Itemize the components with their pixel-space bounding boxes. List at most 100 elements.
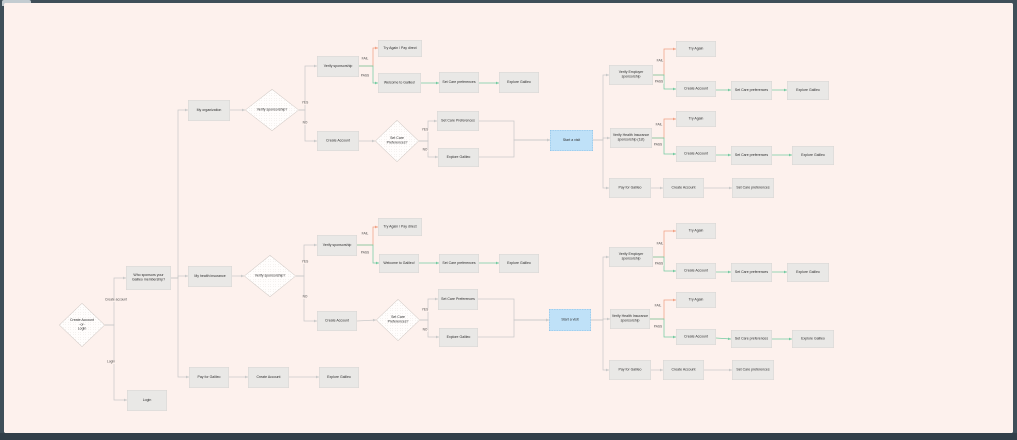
node-verify-sponsorship-org[interactable]: Verify sponsorship [317, 56, 359, 77]
edge-connector[interactable] [419, 140, 438, 158]
node-create-account-org-c[interactable]: Create Account [663, 178, 704, 198]
edge-connector[interactable] [171, 277, 189, 378]
node-set-care-prefs-hi-c[interactable]: Set Care preferences [732, 360, 774, 380]
arrowhead-icon [496, 261, 499, 265]
node-try-again-pay-direct-hi[interactable]: Try Again / Pay direct [378, 218, 422, 236]
node-create-account-org-b[interactable]: Create Account [676, 146, 716, 162]
node-verify-employer-hi[interactable]: Verify Employer sponsorship [609, 247, 653, 267]
edge-connector[interactable] [652, 137, 676, 155]
edge-connector[interactable] [299, 109, 317, 142]
arrowhead-icon [314, 319, 317, 323]
node-verify-sponsorship-q-org[interactable]: Verify sponsorship? [245, 89, 299, 131]
edge-connector[interactable] [478, 298, 549, 321]
node-label: Explore Galileo [796, 88, 820, 92]
edge-connector[interactable] [593, 139, 609, 189]
arrowhead-icon [124, 398, 127, 402]
node-set-care-prefs-hi-b[interactable]: Set Care preferences [731, 330, 772, 348]
edge-connector[interactable] [479, 139, 550, 158]
arrowhead-icon [436, 81, 439, 85]
node-start-decision[interactable]: Create Account -or- Login [59, 303, 105, 347]
node-create-account-self[interactable]: Create Account [248, 367, 289, 388]
node-set-care-prefs-hi-a[interactable]: Set Care preferences [731, 263, 772, 282]
node-label: Set Care preferences [736, 185, 770, 190]
node-explore-galileo-hi-a[interactable]: Explore Galileo [787, 263, 829, 282]
node-create-account-hi-b[interactable]: Create Account [676, 329, 716, 345]
edge-connector[interactable] [650, 299, 676, 320]
node-create-account-hi-c[interactable]: Create Account [663, 360, 704, 380]
node-verify-health-ins-hi[interactable]: Verify Health Insurance sponsorship [610, 309, 650, 329]
node-explore-galileo-hi-2[interactable]: Explore Galileo [439, 328, 478, 347]
node-label: Login [142, 398, 152, 402]
edge-connector[interactable] [593, 74, 609, 141]
edge-label: FAIL [656, 58, 664, 63]
node-start-a-visit-org[interactable]: Start a visit [550, 130, 593, 151]
node-who-sponsors[interactable]: Who sponsors your Galileo membership? [126, 266, 171, 290]
node-verify-sponsorship-hi[interactable]: Verify sponsorship [317, 235, 357, 256]
edge-connector[interactable] [650, 318, 676, 338]
edge-label: PASS [360, 73, 370, 78]
node-explore-galileo-org-2[interactable]: Explore Galileo [438, 148, 479, 167]
arrowhead-icon [673, 152, 676, 156]
edge-connector[interactable] [591, 319, 609, 371]
edge-connector[interactable] [653, 74, 676, 90]
node-verify-sponsorship-q-hi[interactable]: Verify sponsorship? [244, 255, 296, 297]
arrowhead-icon [186, 375, 189, 379]
node-try-again-org-a[interactable]: Try Again [676, 41, 716, 57]
node-set-care-prefs-hi-1[interactable]: Set Care preferences [439, 254, 479, 273]
node-set-care-prefs-org-a[interactable]: Set Care preferences [731, 81, 772, 100]
edge-connector[interactable] [479, 120, 550, 141]
edge-connector[interactable] [171, 109, 188, 279]
node-create-account-org[interactable]: Create Account [317, 131, 359, 151]
node-set-care-prefs-org-2[interactable]: Set Care Preferences [437, 111, 479, 131]
edge-label: NO [302, 120, 308, 125]
node-pay-for-galileo-org[interactable]: Pay for Galileo [609, 178, 651, 198]
edge-connector[interactable] [652, 118, 676, 139]
node-explore-galileo-hi-b[interactable]: Explore Galileo [792, 330, 834, 348]
node-try-again-org-b[interactable]: Try Again [676, 111, 716, 127]
node-label: Welcome to Galileo! [383, 261, 415, 265]
node-explore-galileo-hi-1[interactable]: Explore Galileo [499, 254, 539, 273]
node-explore-galileo-org-b[interactable]: Explore Galileo [792, 146, 834, 165]
node-start-a-visit-hi[interactable]: Start a visit [549, 309, 591, 331]
edge-label: YES [301, 100, 309, 105]
node-label: Explore Galileo [507, 80, 531, 84]
node-pay-for-galileo-self[interactable]: Pay for Galileo [189, 367, 229, 388]
node-my-health-insurance[interactable]: My health insurance [188, 266, 232, 287]
node-welcome-org[interactable]: Welcome to Galileo! [378, 73, 421, 93]
node-try-again-hi-b[interactable]: Try Again [676, 292, 716, 308]
node-label: Pay for Galileo [618, 185, 642, 190]
node-verify-health-ins-org[interactable]: Verify Health Insurance sponsorship (1st… [610, 128, 652, 148]
node-label: Create Account [671, 185, 696, 190]
node-set-care-prefs-q-org[interactable]: Set Care Preferences? [375, 120, 419, 162]
edge-connector[interactable] [357, 226, 378, 246]
node-label: Start a visit [561, 317, 579, 322]
node-create-account-org-a[interactable]: Create Account [676, 81, 716, 97]
node-create-account-hi[interactable]: Create Account [317, 311, 357, 331]
node-try-again-hi-a[interactable]: Try Again [676, 223, 716, 239]
node-explore-galileo-org-a[interactable]: Explore Galileo [787, 81, 829, 100]
edge-connector[interactable] [420, 319, 439, 338]
edge-connector[interactable] [591, 256, 609, 321]
node-set-care-prefs-org-1[interactable]: Set Care preferences [439, 72, 479, 93]
node-set-care-prefs-org-b[interactable]: Set Care preferences [731, 146, 772, 165]
edge-label: FAIL [656, 241, 664, 246]
node-try-again-pay-direct-org[interactable]: Try Again / Pay direct [378, 40, 422, 57]
node-set-care-prefs-org-c[interactable]: Set Care preferences [732, 178, 774, 198]
window-bottom-bar [0, 433, 1017, 440]
node-label: Create Account [256, 375, 281, 379]
node-set-care-prefs-q-hi[interactable]: Set Care Preferences? [376, 299, 420, 341]
node-welcome-hi[interactable]: Welcome to Galileo! [379, 254, 419, 273]
node-verify-employer-org[interactable]: Verify Employer sponsorship [609, 65, 653, 85]
node-my-organization[interactable]: My organization [188, 100, 230, 121]
node-explore-galileo-org-1[interactable]: Explore Galileo [499, 72, 539, 93]
edge-connector[interactable] [478, 319, 549, 338]
edge-connector[interactable] [356, 319, 377, 322]
node-explore-galileo-self[interactable]: Explore Galileo [319, 367, 359, 388]
arrowhead-icon [185, 108, 188, 112]
edge-connector[interactable] [653, 256, 676, 272]
diagram-canvas[interactable]: Create Account -or- Login Who sponsors yo… [4, 3, 1013, 433]
node-pay-for-galileo-hi[interactable]: Pay for Galileo [609, 360, 651, 380]
node-login[interactable]: Login [127, 390, 167, 411]
node-create-account-hi-a[interactable]: Create Account [676, 263, 716, 279]
node-set-care-prefs-hi-2[interactable]: Set Care Preferences [438, 289, 478, 310]
